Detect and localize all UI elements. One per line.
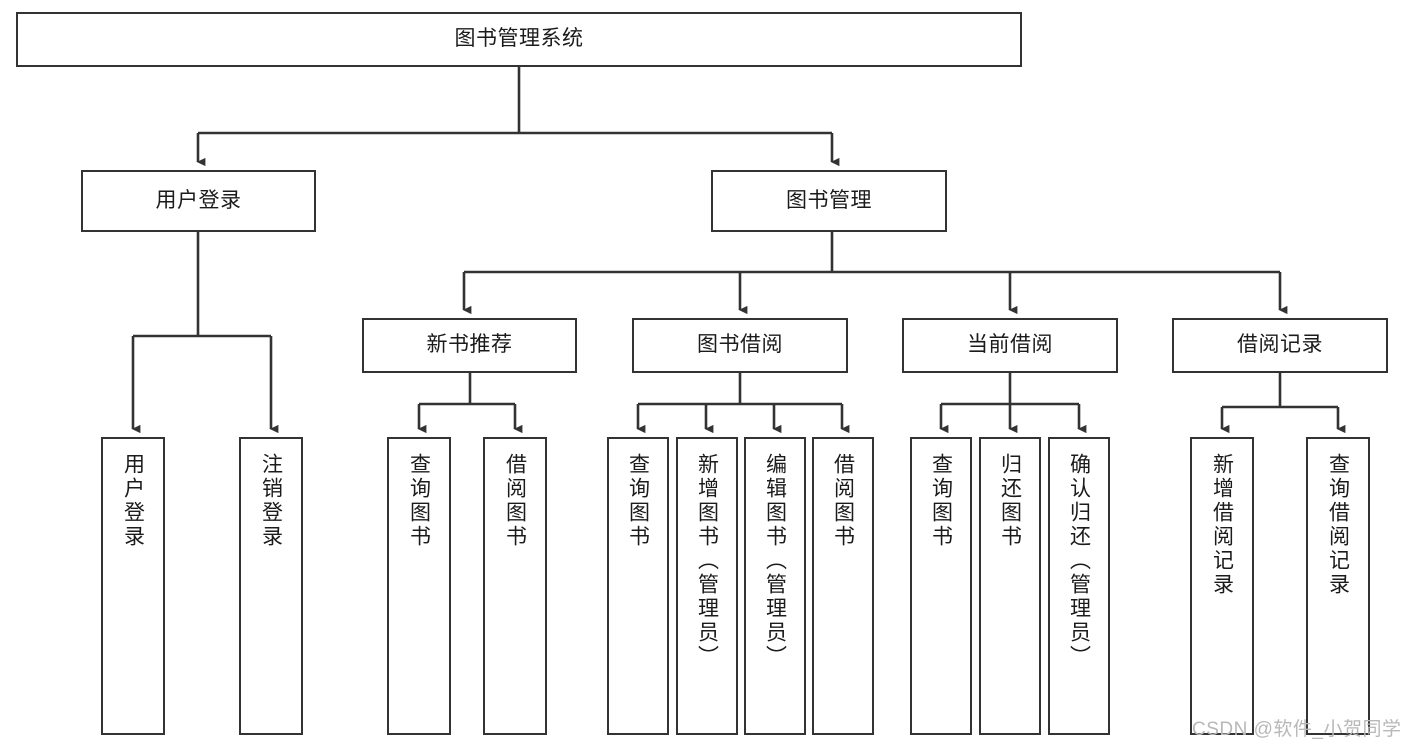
node-label: 图书管理系统 <box>454 27 584 51</box>
node-label: 查询图书 <box>929 453 953 549</box>
node-leaf-query-borrow-record[interactable]: 查询借阅记录 <box>1306 437 1370 735</box>
node-label: 用户登录 <box>121 453 145 549</box>
node-new-book-recommend[interactable]: 新书推荐 <box>362 318 577 373</box>
node-book-borrow[interactable]: 图书借阅 <box>632 318 848 373</box>
node-leaf-add-borrow-record[interactable]: 新增借阅记录 <box>1190 437 1254 735</box>
node-leaf-borrow-book-recommend[interactable]: 借阅图书 <box>483 437 547 735</box>
node-label: 注销登录 <box>259 453 283 549</box>
node-leaf-add-book-admin[interactable]: 新增图书（管理员） <box>676 437 738 735</box>
node-leaf-logout[interactable]: 注销登录 <box>239 437 303 735</box>
node-label: 借阅图书 <box>503 453 527 549</box>
node-label: 归还图书 <box>998 453 1022 549</box>
node-borrow-records[interactable]: 借阅记录 <box>1172 318 1388 373</box>
node-label: 编辑图书（管理员） <box>763 453 787 669</box>
node-label: 当前借阅 <box>967 333 1053 357</box>
node-leaf-query-book-current[interactable]: 查询图书 <box>910 437 972 735</box>
node-root-book-management-system[interactable]: 图书管理系统 <box>16 12 1022 67</box>
node-label: 用户登录 <box>155 188 242 212</box>
node-label: 新书推荐 <box>426 333 513 357</box>
node-label: 查询图书 <box>626 453 650 549</box>
node-label: 确认归还（管理员） <box>1067 453 1091 669</box>
node-label: 图书管理 <box>786 188 872 212</box>
node-label: 借阅记录 <box>1237 333 1323 357</box>
node-label: 新增借阅记录 <box>1210 453 1234 597</box>
node-label: 查询图书 <box>407 453 431 549</box>
node-label: 查询借阅记录 <box>1326 453 1350 597</box>
node-leaf-confirm-return-admin[interactable]: 确认归还（管理员） <box>1048 437 1110 735</box>
node-label: 借阅图书 <box>831 453 855 549</box>
node-label: 图书借阅 <box>697 333 783 357</box>
node-leaf-query-book-borrow[interactable]: 查询图书 <box>607 437 669 735</box>
node-current-borrow[interactable]: 当前借阅 <box>902 318 1118 373</box>
node-leaf-return-book[interactable]: 归还图书 <box>979 437 1041 735</box>
node-leaf-edit-book-admin[interactable]: 编辑图书（管理员） <box>744 437 806 735</box>
node-label: 新增图书（管理员） <box>695 453 719 669</box>
node-book-management[interactable]: 图书管理 <box>711 170 947 232</box>
node-leaf-user-login[interactable]: 用户登录 <box>101 437 165 735</box>
node-leaf-query-book-recommend[interactable]: 查询图书 <box>387 437 451 735</box>
node-user-login[interactable]: 用户登录 <box>81 170 316 232</box>
node-leaf-borrow-book[interactable]: 借阅图书 <box>812 437 874 735</box>
